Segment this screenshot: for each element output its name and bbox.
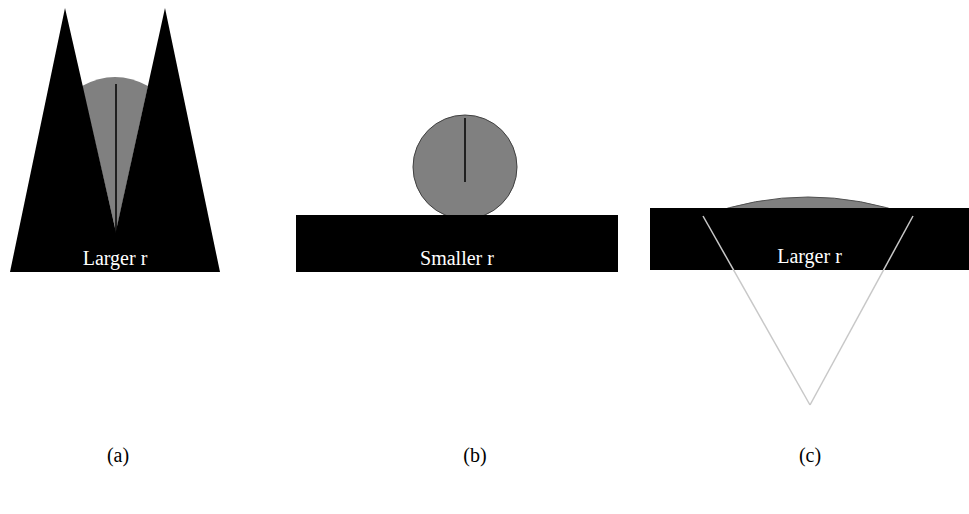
grooved-surface: Larger r bbox=[10, 8, 220, 272]
radius-line bbox=[810, 216, 913, 405]
spike-outline bbox=[10, 8, 220, 272]
panel-label: (b) bbox=[463, 443, 486, 467]
surface-label: Smaller r bbox=[420, 246, 494, 270]
flat-surface: Larger r bbox=[650, 208, 969, 270]
surface-label: Larger r bbox=[83, 246, 148, 270]
droplet bbox=[413, 115, 517, 219]
panel-label: (a) bbox=[107, 443, 129, 467]
flat-surface: Smaller r bbox=[296, 215, 618, 272]
radius-line bbox=[464, 118, 466, 182]
spike bbox=[10, 8, 125, 272]
panel-label: (c) bbox=[799, 443, 821, 467]
radius-line bbox=[115, 84, 117, 232]
spike bbox=[107, 8, 220, 272]
surface-label: Larger r bbox=[777, 244, 842, 268]
radius-line bbox=[703, 216, 810, 405]
